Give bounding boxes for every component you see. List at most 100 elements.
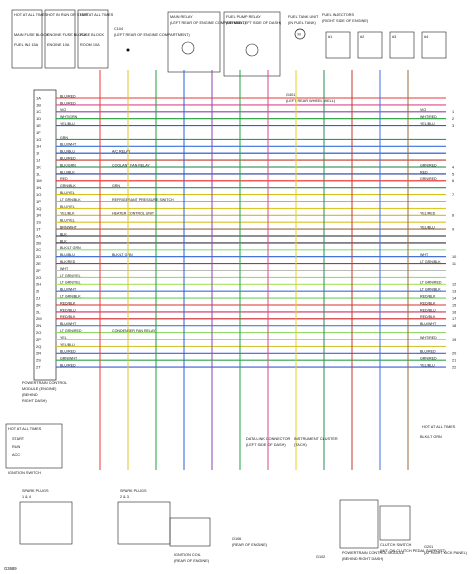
fuel-injector-1-label: #1 — [328, 35, 332, 39]
ignition-hot: HOT AT ALL TIMES — [8, 427, 42, 431]
wire-color-label: GRN — [60, 136, 68, 140]
ground-g106-label: G106 — [232, 537, 241, 541]
circuit-number: 9 — [452, 228, 454, 232]
instrument-cluster-label: INSTRUMENT CLUSTER — [294, 437, 338, 441]
component-label: COOLANT FAN RELAY — [112, 163, 150, 167]
pcm-pin-label: 1P — [36, 199, 41, 204]
pcm-pin-label: 2Q — [36, 344, 41, 349]
fuel-pump-relay-location: (BEHIND LEFT SIDE OF DASH) — [226, 21, 282, 25]
right-wire-label: BLU/RED — [420, 350, 436, 354]
fuse-box-main-fuse — [11, 9, 43, 69]
wire-color-label: BLK/LT GRN — [60, 246, 81, 250]
fuel-pump-motor-icon — [294, 28, 306, 40]
wire-color-label: BLU/YEL — [60, 191, 75, 195]
spark-plug-coil-2-3 — [117, 501, 171, 545]
circuit-number: 8 — [452, 214, 454, 218]
ignition-coil-location: (REAR OF ENGINE) — [174, 559, 210, 563]
pcm-pin-label: 1C — [36, 109, 41, 114]
circuit-number: 2 — [452, 117, 454, 121]
spark-plugs-2-3-ids: 2 & 3 — [120, 495, 129, 499]
pcm-pin-label: 1A — [36, 95, 41, 100]
right-wire-label: RED/BLK — [420, 315, 436, 319]
fuel-pump-relay-title: FUEL PUMP RELAY — [226, 15, 261, 19]
circuit-number: 16 — [452, 310, 456, 314]
splice-c104 — [126, 48, 130, 52]
pcm-connector — [33, 89, 57, 381]
right-wire-label: RED/BLK — [420, 301, 436, 305]
fuel-injector-1 — [325, 31, 351, 59]
ignition-switch — [5, 423, 63, 469]
fuel-tank-unit-title: FUEL TANK UNIT — [288, 15, 319, 19]
wire-color-label: YEL/BLK — [60, 212, 75, 216]
circuit-number: 22 — [452, 366, 456, 370]
main-relay-title: MAIN RELAY — [170, 15, 193, 19]
wire-color-label: WHT — [60, 267, 69, 271]
fuel-injector-2 — [357, 31, 383, 59]
wire-color-label: BLU/YEL — [60, 205, 75, 209]
right-wire-label: YEL/BLU — [420, 226, 435, 230]
pcm-pin-label: 2F — [36, 268, 41, 273]
blk-grn-label: BLK/LT GRN — [420, 435, 442, 439]
wire-color-label: GRN/WHT — [60, 357, 78, 361]
wire-color-label: LT GRN/BLK — [60, 198, 81, 202]
pcm-lower-location: (BEHIND RIGHT DASH) — [342, 557, 384, 561]
circuit-number: 19 — [452, 338, 456, 342]
right-wire-label: LT GRN/RED — [420, 281, 442, 285]
wire-color-label: BLU/RED — [60, 350, 76, 354]
main-relay-coil-icon — [181, 41, 195, 55]
fuse-box-2-rating: ENGINE 10A — [47, 43, 70, 47]
wire-color-label: LT GRN/YEL — [60, 274, 81, 278]
fuel-injectors-title: FUEL INJECTORS — [322, 13, 355, 17]
fuse-box-1-name: MAIN FUSE BLOCK — [14, 33, 49, 37]
fuse-box-3-name: FUSE BLOCK — [80, 33, 105, 37]
wire-color-label: LT GRN/BLK — [60, 295, 81, 299]
pcm-pin-label: 1H — [36, 144, 41, 149]
clutch-switch — [379, 505, 411, 541]
right-wire-label: WHT/RED — [420, 115, 437, 119]
wire-color-label: BLU/RED — [60, 364, 76, 368]
wire-color-label: BLK — [60, 232, 67, 236]
wire-color-label: BLU/WHT — [60, 288, 77, 292]
pcm-location: (BEHIND — [22, 393, 38, 397]
fuse-box-2-hot: HOT IN RUN OR START — [47, 13, 90, 17]
circuit-number: 13 — [452, 290, 456, 294]
right-wire-label: GRN/RED — [420, 177, 437, 181]
main-relay — [167, 11, 221, 73]
fuse-box-room-fuse — [77, 9, 109, 69]
right-wire-label: LT GRN/BLK — [420, 260, 441, 264]
wire-color-label: BLU/WHT — [60, 322, 77, 326]
wire-color-label: BLU/RED — [60, 157, 76, 161]
ignition-start: START — [12, 437, 25, 441]
ground-g106-location: (REAR OF ENGINE) — [232, 543, 268, 547]
dlc-label: DATA LINK CONNECTOR — [246, 437, 291, 441]
pcm-pin-label: 1F — [36, 130, 41, 135]
spark-plug-coil-1-4 — [19, 501, 73, 545]
circuit-number: 10 — [452, 255, 456, 259]
pcm-pin-label: 1S — [36, 220, 41, 225]
right-wire-label: RED/BLK — [420, 295, 436, 299]
pcm-pin-label: 1T — [36, 227, 41, 232]
circuit-number: 3 — [452, 124, 454, 128]
fuel-injector-3 — [389, 31, 415, 59]
ground-g401-label: G401 — [286, 93, 295, 97]
wire-color-label: BLU/BLK — [60, 170, 75, 174]
right-wire-label: GRN/RED — [420, 357, 437, 361]
right-wire-label: GRN/RED — [420, 163, 437, 167]
right-wire-label: WHT — [420, 253, 429, 257]
pcm-pin-label: 1J — [36, 158, 40, 163]
ignition-run: RUN — [12, 445, 20, 449]
ignition-title: IGNITION SWITCH — [8, 471, 41, 475]
circuit-number: 12 — [452, 283, 456, 287]
spark-plugs-2-3-title: SPARK PLUGS — [120, 489, 147, 493]
right-wire-label: WHT/RED — [420, 336, 437, 340]
vertical-wires — [99, 70, 409, 470]
wire-color-label: BLU/RED — [60, 94, 76, 98]
component-label: GRN — [112, 184, 120, 188]
fuel-injectors-location: (RIGHT SIDE OF ENGINE) — [322, 19, 369, 23]
right-wire-label: BLU/WHT — [420, 322, 437, 326]
pcm-lower-connector — [339, 499, 379, 549]
